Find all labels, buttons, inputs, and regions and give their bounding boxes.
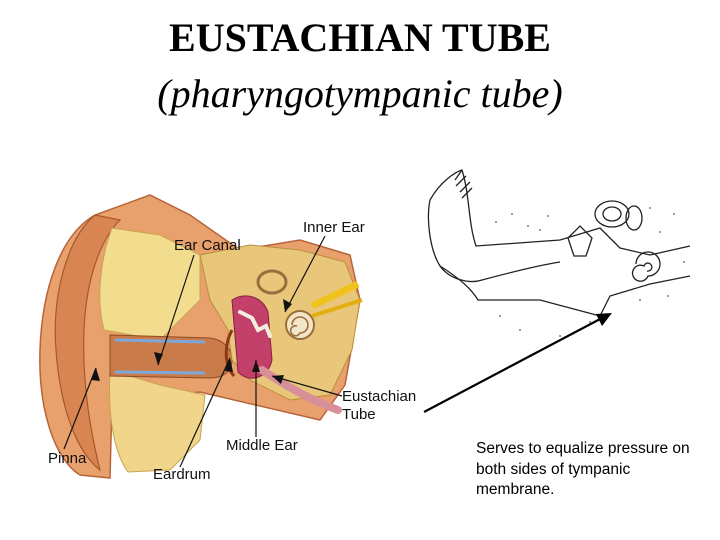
pointer-arrow	[423, 317, 603, 413]
middle-ear-cavity	[231, 295, 273, 379]
arrowheads	[91, 299, 292, 384]
label-leader-lines	[63, 235, 343, 468]
label-middle-ear: Middle Ear	[226, 437, 298, 454]
eardrum-membrane	[224, 329, 236, 378]
lower-bone-region	[109, 369, 206, 473]
ossicles	[238, 310, 272, 338]
page-subtitle: (pharyngotympanic tube)	[157, 71, 563, 116]
page-title: EUSTACHIAN TUBE	[169, 15, 551, 60]
pinna-shape	[54, 214, 122, 472]
auditory-nerve	[311, 298, 363, 318]
ear-canal-lining	[114, 370, 206, 375]
pointer-arrowhead	[596, 313, 612, 326]
line-diagram	[427, 169, 691, 317]
label-inner-ear: Inner Ear	[303, 219, 365, 236]
label-eustachian-tube: Eustachian Tube	[342, 388, 416, 424]
ear-canal-lining	[114, 338, 206, 344]
label-eustachian-line2: Tube	[342, 406, 376, 423]
auditory-nerve	[310, 280, 360, 310]
function-note: Serves to equalize pressure on both side…	[476, 440, 690, 498]
label-eardrum: Eardrum	[153, 466, 211, 483]
stipple-texture	[495, 207, 685, 337]
label-eustachian-line1: Eustachian	[342, 388, 417, 405]
label-ear-canal: Ear Canal	[174, 237, 241, 254]
cochlea-spiral	[289, 316, 309, 337]
semicircular-canals	[256, 269, 288, 295]
eustachian-tube-shape	[258, 366, 342, 414]
cochlea	[285, 310, 315, 340]
label-pinna: Pinna	[48, 450, 87, 467]
